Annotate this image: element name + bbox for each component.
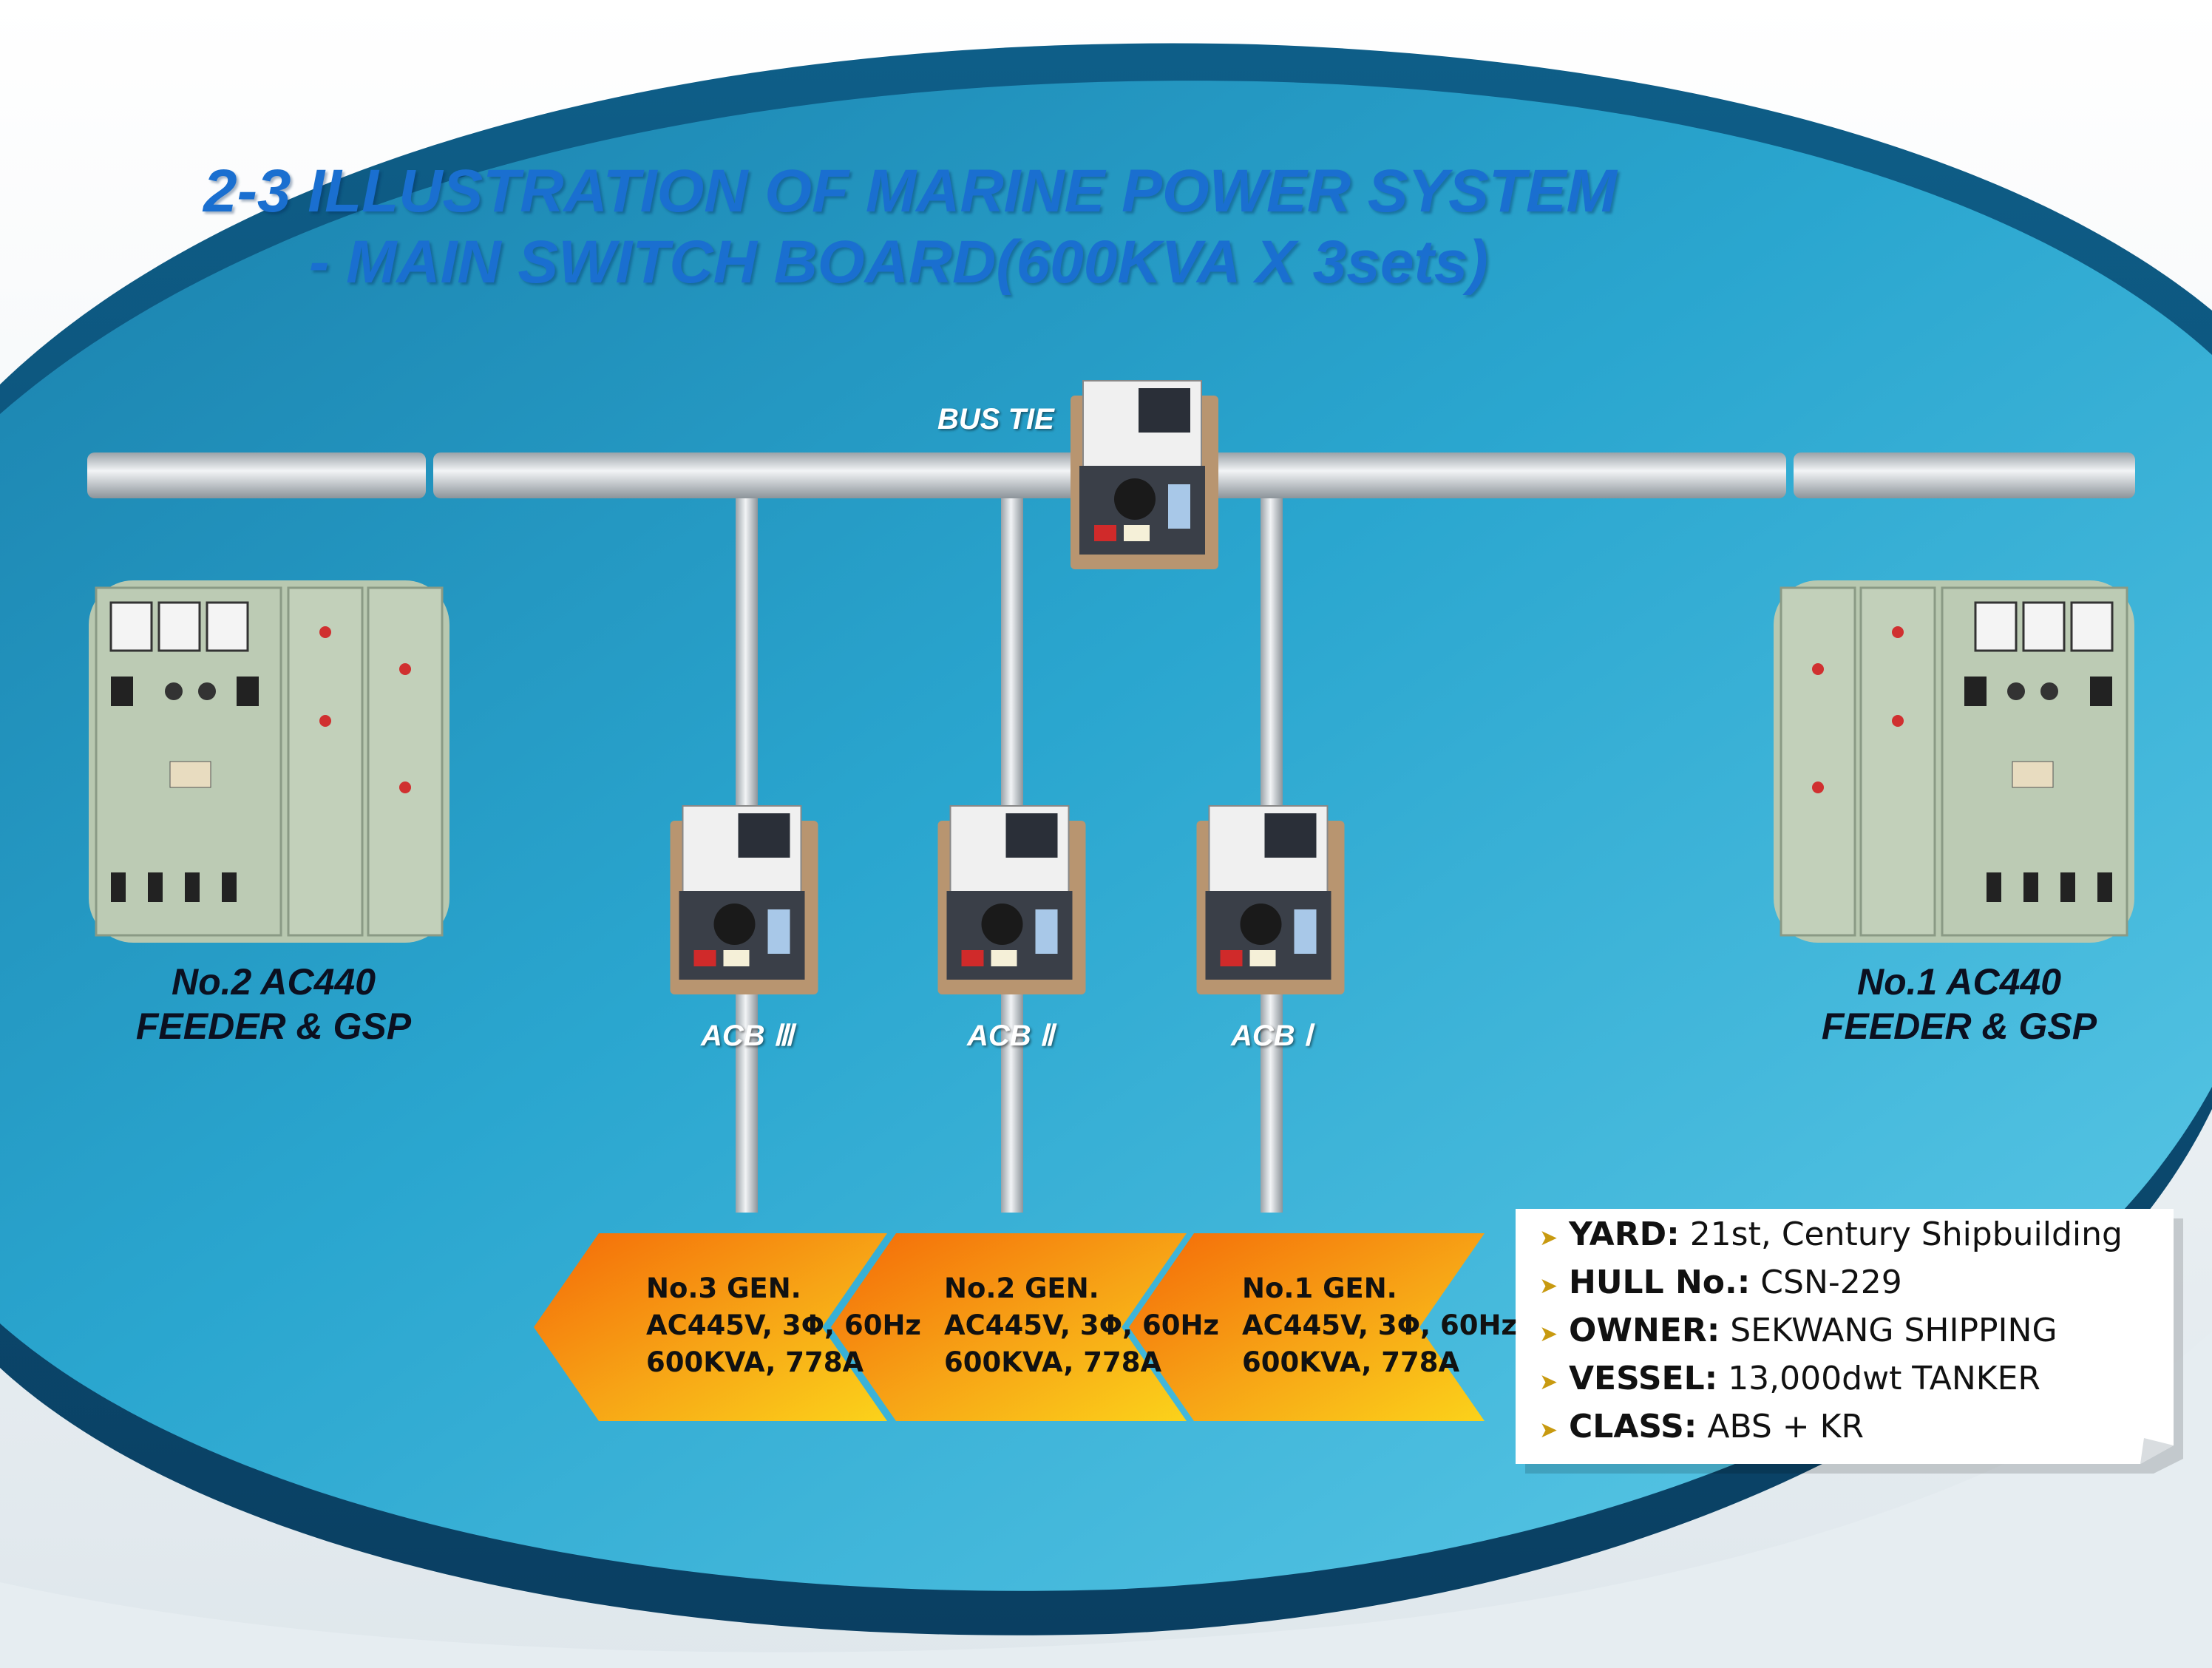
no2-feeder-label-line1: No.2 AC440 (171, 961, 376, 1003)
info-row-yard: ➤ YARD: 21st, Century Shipbuilding (1539, 1213, 2123, 1261)
info-row-class: ➤ CLASS: ABS + KR (1539, 1405, 2123, 1453)
arrow-bullet-icon: ➤ (1539, 1369, 1558, 1395)
generator-no1-voltage: AC445V, 3Φ, 60Hz (1242, 1309, 1517, 1341)
bus-tie-breaker-icon (1071, 380, 1218, 569)
acb-ii-label: ACB Ⅱ (967, 1020, 1054, 1052)
info-value-hull: CSN-229 (1750, 1264, 1902, 1301)
slide-title-line1: 2-3 ILLUSTRATION OF MARINE POWER SYSTEM (203, 157, 1617, 225)
project-info-box: ➤ YARD: 21st, Century Shipbuilding ➤ HULL … (1539, 1213, 2123, 1453)
generator-no1: No.1 GEN. AC445V, 3Φ, 60Hz 600KVA, 778A (1242, 1270, 1517, 1381)
acb-ii-breaker-icon (937, 805, 1086, 994)
generator-no2: No.2 GEN. AC445V, 3Φ, 60Hz 600KVA, 778A (944, 1270, 1219, 1381)
info-value-yard: 21st, Century Shipbuilding (1679, 1216, 2123, 1253)
acb-i-breaker-icon (1196, 805, 1345, 994)
generator-no2-rating: 600KVA, 778A (944, 1346, 1162, 1378)
info-value-vessel: 13,000dwt TANKER (1717, 1360, 2041, 1397)
acb-iii-breaker-icon (670, 805, 818, 994)
generator-no3-rating: 600KVA, 778A (646, 1346, 864, 1378)
info-row-vessel: ➤ VESSEL: 13,000dwt TANKER (1539, 1357, 2123, 1405)
no1-feeder-label: No.1 AC440 FEEDER & GSP (1804, 960, 2114, 1048)
generator-no3-name: No.3 GEN. (646, 1272, 801, 1304)
no2-feeder-label: No.2 AC440 FEEDER & GSP (118, 960, 429, 1048)
info-key-owner: OWNER: (1569, 1312, 1720, 1349)
generator-no3: No.3 GEN. AC445V, 3Φ, 60Hz 600KVA, 778A (646, 1270, 921, 1381)
no1-feeder-panel-image (1774, 580, 2134, 943)
generator-no2-voltage: AC445V, 3Φ, 60Hz (944, 1309, 1219, 1341)
info-key-vessel: VESSEL: (1569, 1360, 1718, 1397)
generator-no1-name: No.1 GEN. (1242, 1272, 1397, 1304)
no1-feeder-label-line2: FEEDER & GSP (1821, 1006, 2097, 1047)
no2-feeder-panel-image (89, 580, 449, 943)
info-value-owner: SEKWANG SHIPPING (1720, 1312, 2057, 1349)
info-value-class: ABS + KR (1697, 1408, 1865, 1445)
info-row-hull: ➤ HULL No.: CSN-229 (1539, 1261, 2123, 1309)
info-row-owner: ➤ OWNER: SEKWANG SHIPPING (1539, 1309, 2123, 1357)
no2-feeder-label-line2: FEEDER & GSP (135, 1006, 412, 1047)
no1-feeder-label-line1: No.1 AC440 (1856, 961, 2062, 1003)
arrow-bullet-icon: ➤ (1539, 1321, 1558, 1347)
slide-title-line2: - MAIN SWITCH BOARD(600KVA X 3sets) (309, 228, 1488, 296)
info-key-yard: YARD: (1569, 1216, 1680, 1253)
info-key-hull: HULL No.: (1569, 1264, 1751, 1301)
arrow-bullet-icon: ➤ (1539, 1417, 1558, 1443)
acb-iii-label: ACB Ⅲ (701, 1020, 794, 1052)
bus-tie-label: BUS TIE (937, 403, 1054, 435)
generator-no2-name: No.2 GEN. (944, 1272, 1099, 1304)
acb-i-label: ACB Ⅰ (1231, 1020, 1312, 1052)
info-key-class: CLASS: (1569, 1408, 1697, 1445)
generator-no1-rating: 600KVA, 778A (1242, 1346, 1460, 1378)
generator-no3-voltage: AC445V, 3Φ, 60Hz (646, 1309, 921, 1341)
arrow-bullet-icon: ➤ (1539, 1225, 1558, 1251)
arrow-bullet-icon: ➤ (1539, 1273, 1558, 1299)
